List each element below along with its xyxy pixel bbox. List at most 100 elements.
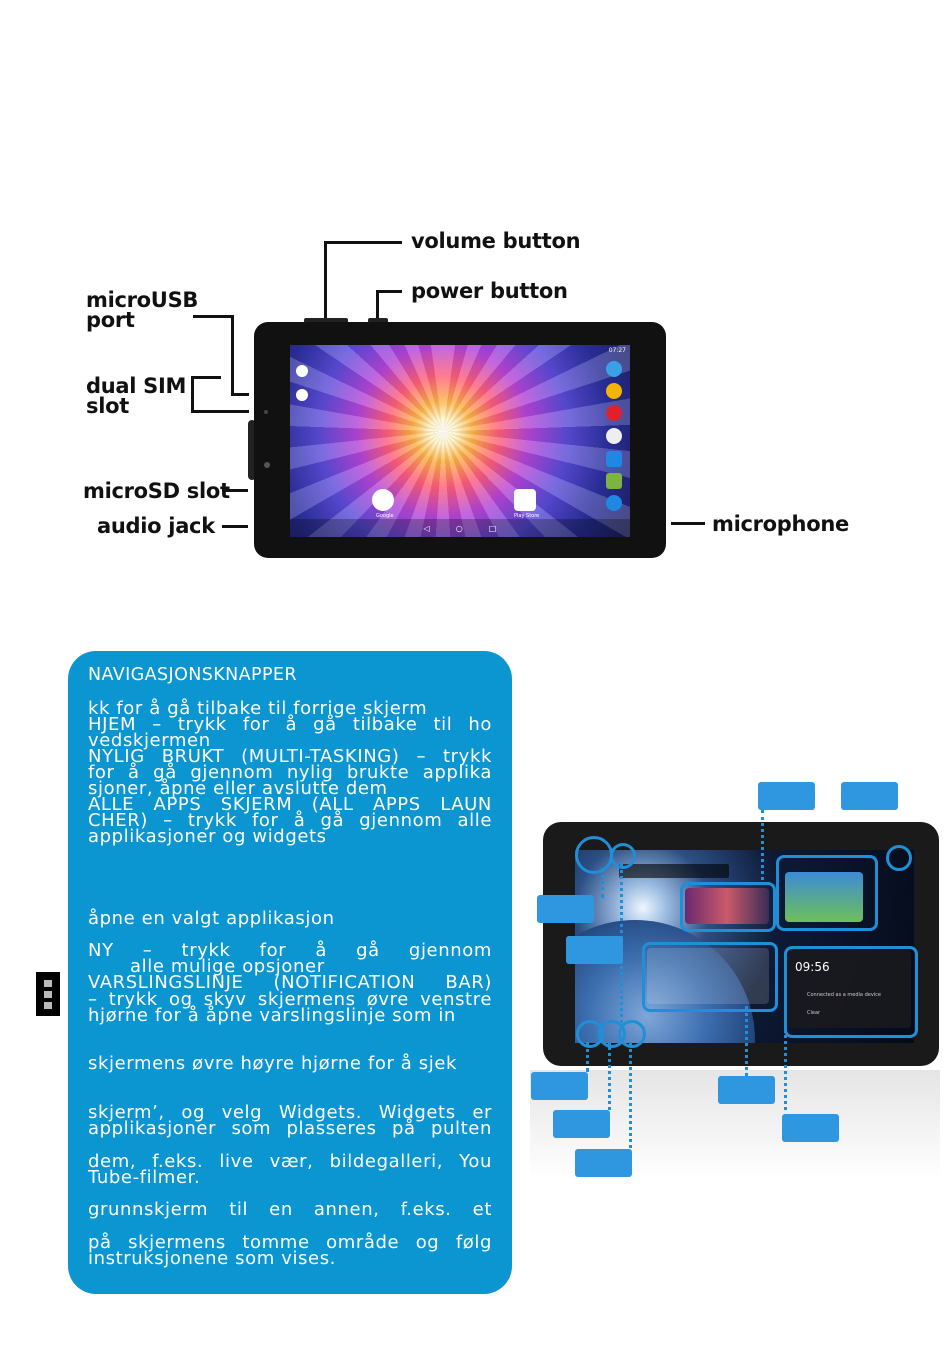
notif-text-2: Clear — [807, 1010, 821, 1016]
chrome-icon[interactable] — [606, 361, 622, 377]
info-line-15: hjørne for å åpne varslingslinje som in — [88, 1005, 456, 1026]
messages-icon[interactable] — [606, 473, 622, 489]
tablet-side-edge — [248, 420, 256, 480]
navigation-bar: ◁ ○ □ — [290, 519, 630, 537]
back-icon[interactable]: ◁ — [423, 523, 430, 533]
highlight-recent — [680, 882, 776, 932]
top-bar-widget — [619, 864, 729, 878]
connector-4 — [784, 1030, 787, 1110]
info-line-12: alle mulige opsjoner — [130, 956, 325, 977]
side-page-tab — [36, 972, 60, 1016]
info-line-23: instruksjonene som vises. — [88, 1248, 337, 1269]
callout-box-8 — [782, 1114, 839, 1142]
gallery-stack — [785, 872, 863, 922]
info-line-18: applikasjoner som plasseres på pulten — [88, 1118, 492, 1139]
info-line-22: på skjermens tomme område og følg — [88, 1232, 492, 1253]
dualsim-label-line1: dual SIM — [86, 374, 187, 398]
tablet-screen: 07:27 Google Play Store ◁ ○ □ — [290, 345, 630, 537]
callout-box-4 — [566, 936, 623, 964]
power-leader-h — [376, 290, 402, 293]
info-line-1: kk for å gå tilbake til forrige skjerm — [88, 698, 428, 719]
info-line-16: skjermens øvre høyre hjørne for å sjek — [88, 1053, 458, 1074]
volume-button-label: volume button — [411, 229, 581, 253]
volume-button — [304, 318, 348, 323]
home-icon[interactable]: ○ — [455, 523, 463, 533]
highlight-apps-grid — [642, 942, 778, 1012]
mic-icon[interactable] — [296, 389, 308, 401]
power-button-label: power button — [411, 279, 568, 303]
callout-box-2 — [841, 782, 898, 810]
dualsim-leader-v — [191, 376, 194, 412]
connector-8 — [629, 1042, 632, 1148]
microusb-leader-h2 — [231, 393, 249, 396]
power-leader-v — [376, 290, 379, 318]
power-button — [368, 318, 388, 323]
microphone-leader — [671, 522, 705, 525]
highlight-notification — [784, 946, 918, 1038]
volume-leader-v — [324, 241, 327, 319]
microusb-leader-h — [193, 315, 233, 318]
highlight-search — [575, 836, 613, 874]
play-store-icon[interactable] — [514, 489, 536, 511]
connector-6 — [586, 1042, 589, 1072]
callout-box-6 — [718, 1076, 775, 1104]
recent-thumbnails — [685, 888, 769, 924]
highlight-mic — [610, 843, 636, 869]
contacts-icon[interactable] — [606, 451, 622, 467]
apps-drawer-icon[interactable] — [606, 428, 622, 444]
callout-box-5 — [531, 1072, 588, 1100]
info-line-7: ALLE APPS SKJERM (ALL APPS LAUN — [88, 794, 492, 815]
audio-leader — [222, 525, 248, 528]
info-line-9: applikasjoner og widgets — [88, 826, 327, 847]
connector-7 — [608, 1042, 611, 1110]
side-slot — [264, 462, 270, 468]
connector-5 — [745, 1006, 748, 1076]
microusb-leader-v — [231, 315, 234, 395]
info-line-2: HJEM – trykk for å gå tilbake til ho — [88, 714, 492, 735]
photos-icon[interactable] — [606, 383, 622, 399]
google-app-label: Google — [376, 513, 394, 519]
info-line-17: skjerm’, og velg Widgets. Widgets er — [88, 1102, 492, 1123]
info-line-8: CHER) – trykk for å gå gjennom alle — [88, 810, 492, 831]
callout-box-1 — [758, 782, 815, 810]
notif-text-1: Connected as a media device — [807, 992, 882, 998]
navigation-info-box: NAVIGASJONSKNAPPER kk for å gå tilbake t… — [68, 651, 512, 1294]
microphone-label: microphone — [712, 512, 849, 536]
info-line-14: – trykk og skyv skjermens øvre venstre — [88, 989, 492, 1010]
connector-3 — [601, 868, 604, 898]
volume-leader-h — [324, 241, 402, 244]
info-line-13: VARSLINGSLINJE (NOTIFICATION BAR) — [88, 972, 492, 993]
wallpaper-rays — [290, 345, 630, 537]
info-line-4: NYLIG BRUKT (MULTI-TASKING) – trykk — [88, 746, 492, 767]
apps-grid — [647, 948, 769, 1004]
connector-1 — [761, 810, 764, 880]
phone-icon[interactable] — [606, 495, 622, 511]
opera-icon[interactable] — [606, 405, 622, 421]
info-line-11: NY – trykk for å gå gjennom — [88, 940, 492, 961]
side-port — [264, 410, 268, 414]
callout-box-3 — [537, 895, 594, 923]
microsd-label: microSD slot — [83, 479, 230, 503]
info-line-10: åpne en valgt applikasjon — [88, 908, 335, 929]
google-icon[interactable] — [372, 489, 394, 511]
info-line-3: vedskjermen — [88, 730, 211, 751]
google-search-icon[interactable] — [296, 365, 308, 377]
playstore-app-label: Play Store — [514, 513, 540, 519]
info-line-5: for å gå gjennom nylig brukte applika — [88, 762, 492, 783]
notification-panel: 09:56 Connected as a media device Clear — [787, 950, 911, 1028]
dualsim-label-line2: slot — [86, 394, 129, 418]
microsd-leader — [222, 489, 248, 492]
callout-box-7 — [553, 1110, 610, 1138]
highlight-apps — [886, 845, 912, 871]
info-heading: NAVIGASJONSKNAPPER — [88, 665, 297, 685]
callout-box-9 — [575, 1149, 632, 1177]
info-line-19: dem, f.eks. live vær, bildegalleri, You — [88, 1151, 492, 1172]
clock-text: 09:56 — [795, 960, 830, 974]
recent-apps-icon[interactable]: □ — [488, 523, 497, 533]
info-line-20: Tube-filmer. — [88, 1167, 201, 1188]
info-line-6: sjoner, åpne eller avslutte dem — [88, 778, 388, 799]
dualsim-leader-h1 — [191, 376, 221, 379]
status-time: 07:27 — [608, 347, 626, 354]
microusb-label-line1: microUSB — [86, 288, 199, 312]
audio-jack-label: audio jack — [97, 514, 215, 538]
